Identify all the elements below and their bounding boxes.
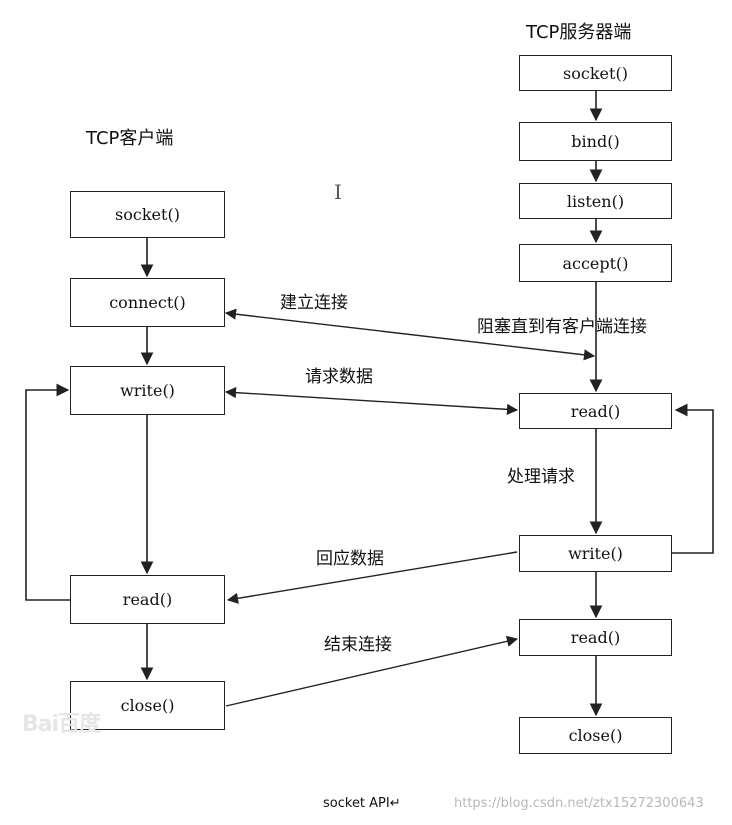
arrow-request-link	[224, 387, 519, 415]
arrow-response-link	[226, 551, 518, 604]
arrow-connect-link	[224, 308, 596, 361]
arrow-client-loop-read-to-write	[25, 383, 70, 601]
arrow-close-link	[225, 635, 519, 707]
server-write-box: write()	[519, 535, 672, 572]
baidu-watermark: Bai百度	[22, 712, 101, 737]
client-socket-box: socket()	[70, 191, 225, 238]
client-connect-box: connect()	[70, 278, 225, 327]
close-link-label: 结束连接	[324, 635, 392, 655]
processing-note: 处理请求	[507, 467, 575, 487]
response-link-label: 回应数据	[316, 549, 384, 569]
connect-link-label: 建立连接	[280, 293, 348, 313]
client-close-box: close()	[70, 681, 225, 730]
server-listen-box: listen()	[519, 183, 672, 219]
csdn-url-watermark: https://blog.csdn.net/ztx15272300643	[454, 796, 704, 811]
arrow-server-loop-write-to-read	[672, 403, 714, 554]
server-close-box: close()	[519, 717, 672, 754]
text-cursor-icon: I	[334, 180, 342, 204]
client-read-box: read()	[70, 575, 225, 624]
server-title: TCP服务器端	[526, 22, 632, 43]
server-read-box-2: read()	[519, 619, 672, 656]
request-link-label: 请求数据	[305, 367, 373, 387]
client-write-box: write()	[70, 366, 225, 415]
server-read-box: read()	[519, 393, 672, 429]
server-bind-box: bind()	[519, 122, 672, 161]
blocking-note: 阻塞直到有客户端连接	[477, 317, 647, 337]
figure-caption: socket API↵	[323, 796, 401, 811]
server-socket-box: socket()	[519, 55, 672, 91]
client-title: TCP客户端	[86, 128, 174, 149]
server-accept-box: accept()	[519, 244, 672, 282]
